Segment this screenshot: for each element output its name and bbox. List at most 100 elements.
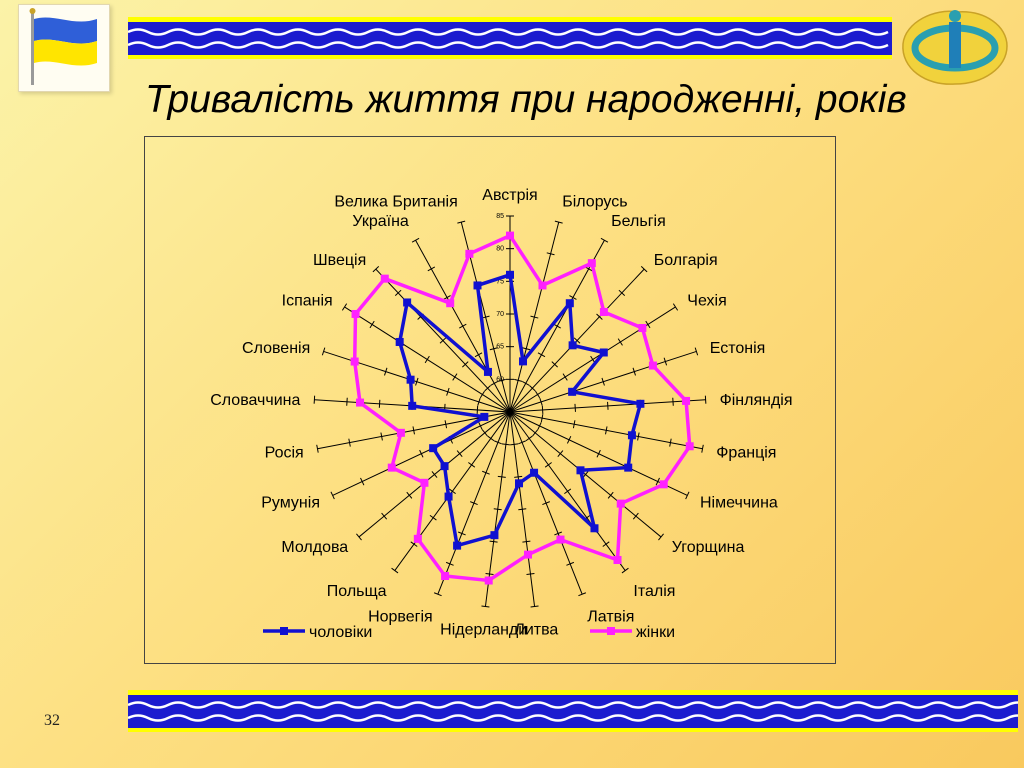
axis-tick (655, 477, 660, 486)
axis-tick (663, 357, 668, 366)
axis-tick (521, 381, 530, 386)
data-point (613, 555, 622, 564)
data-point (406, 375, 415, 384)
data-point (659, 480, 668, 489)
axis-tick (582, 471, 589, 478)
axis-tick (532, 429, 539, 437)
axis-tick (391, 567, 399, 574)
axis-tick (433, 592, 442, 597)
data-point (685, 442, 694, 451)
data-point (350, 357, 359, 366)
axis-tick (501, 443, 510, 446)
radial-tick-label: 75 (496, 278, 504, 285)
data-point (556, 535, 565, 544)
data-point (490, 531, 499, 540)
axis-tick (477, 397, 481, 406)
axis-tick (476, 405, 479, 414)
axis-tick (564, 488, 572, 495)
axis-tick (617, 338, 623, 346)
top-wave-band (128, 17, 892, 59)
axis-tick (452, 373, 458, 381)
category-label: Фінляндія (720, 392, 793, 409)
axis-tick (607, 401, 609, 410)
data-point (515, 479, 524, 488)
axis-tick (632, 367, 636, 376)
axis-tick (704, 395, 707, 404)
axis-tick (489, 347, 498, 351)
legend-marker (280, 627, 288, 635)
radial-tick-label: 70 (496, 311, 504, 318)
axis-tick (479, 390, 485, 399)
axis-tick (497, 378, 506, 382)
axis-tick (484, 385, 491, 392)
axis-tick (468, 462, 476, 468)
axis-tick (424, 355, 430, 364)
axis-tick (553, 323, 561, 329)
radial-tick-label: 85 (496, 213, 504, 220)
legend-label: чоловіки (309, 624, 372, 641)
category-label: Україна (352, 213, 409, 230)
data-point (568, 387, 577, 396)
axis-tick (554, 220, 563, 224)
ukrstat-logo-icon (895, 4, 1015, 90)
axis-tick (411, 237, 420, 243)
axis-tick (537, 422, 542, 430)
axis-tick (330, 491, 335, 500)
axis-tick (522, 540, 531, 543)
data-point (624, 463, 633, 472)
axis-tick (602, 541, 610, 547)
axis-tick (694, 347, 699, 356)
axis-tick (544, 462, 552, 468)
axis-tick (566, 561, 575, 566)
category-label: Польща (327, 583, 387, 600)
data-point (506, 270, 514, 279)
axis-tick (487, 435, 495, 442)
axis-tick (427, 266, 436, 272)
axis-tick (348, 438, 351, 447)
data-point (599, 307, 608, 316)
axis-tick (380, 432, 383, 441)
category-label: Іспанія (282, 292, 333, 309)
axis-tick (381, 512, 388, 520)
axis-tick (406, 491, 413, 499)
data-point (480, 412, 489, 421)
axis-tick (456, 450, 463, 458)
axis-tick (497, 475, 506, 478)
axis-tick (672, 303, 679, 311)
bottom-wave-band (128, 690, 1018, 732)
category-label: Естонія (710, 340, 766, 357)
data-point (530, 468, 539, 477)
data-point (506, 231, 514, 240)
page-title: Тривалість життя при народженні, років (145, 78, 907, 121)
axis-tick (672, 397, 674, 406)
data-point (446, 299, 455, 308)
data-point (380, 274, 389, 283)
axis-tick (562, 373, 568, 381)
axis-tick (632, 512, 639, 520)
axis-tick (419, 449, 424, 458)
data-point (356, 398, 365, 407)
axis-tick (573, 337, 581, 344)
axis-tick (462, 361, 469, 368)
data-point (444, 492, 453, 501)
data-point (441, 572, 450, 581)
axis-tick (485, 573, 494, 576)
data-point (484, 576, 493, 585)
axis-tick (356, 533, 362, 541)
axis-tick (481, 429, 488, 437)
axis-tick (316, 444, 319, 453)
data-point (465, 249, 474, 258)
axis-tick (457, 220, 466, 224)
radial-tick-label: 60 (496, 376, 504, 383)
category-label: Молдова (281, 539, 348, 556)
category-label: Нідерланди (440, 621, 527, 638)
data-point (565, 299, 574, 308)
category-label: Словаччина (210, 392, 300, 409)
axis-tick (446, 387, 450, 396)
axis-tick (596, 313, 603, 320)
category-label: Білорусь (562, 194, 627, 211)
axis-tick (600, 237, 609, 243)
axis-tick (459, 323, 467, 329)
axis-tick (510, 443, 519, 446)
axis-tick (605, 426, 608, 435)
